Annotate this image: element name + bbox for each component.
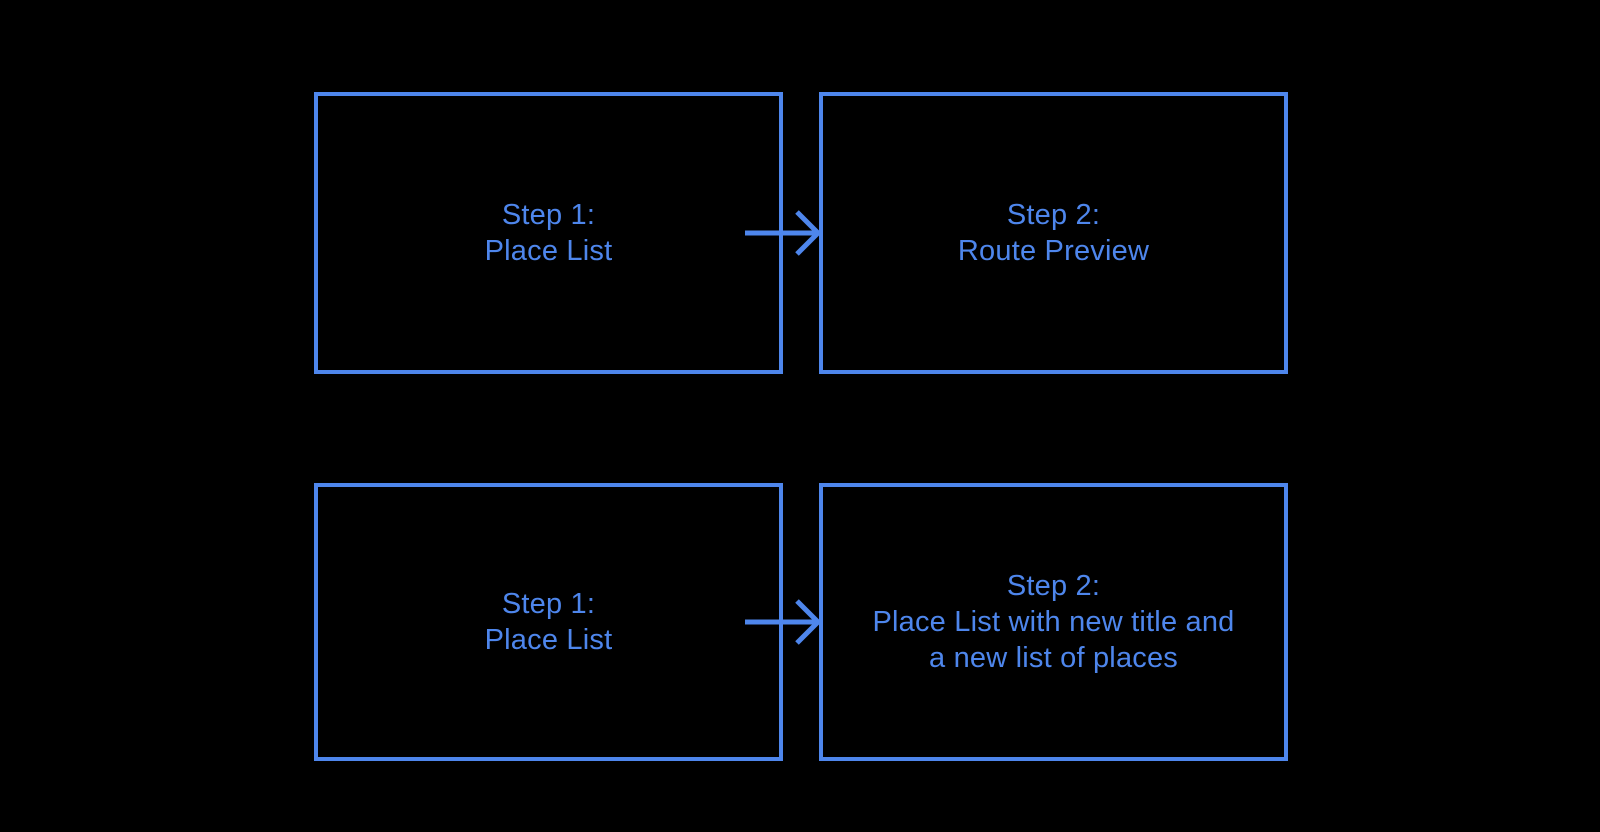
flow-box-row1-step2: Step 2: Route Preview (819, 92, 1288, 374)
flow-box-label-line: Step 1: (501, 199, 596, 231)
flow-box-label-line: a new list of places (928, 642, 1178, 674)
flow-box-row1-step1: Step 1: Place List (314, 92, 783, 374)
flow-box-row2-step1: Step 1: Place List (314, 483, 783, 761)
flow-box-label: Step 1: Place List (485, 586, 613, 658)
flow-box-label-line: Step 1: (501, 588, 596, 620)
flow-box-label: Step 2: Place List with new title and a … (872, 568, 1234, 676)
flow-box-label-line: Route Preview (957, 235, 1150, 267)
flow-arrow-right-icon (741, 207, 825, 259)
flow-box-label-line: Place List (484, 235, 613, 267)
flow-arrow-right-icon (741, 596, 825, 648)
flow-box-label: Step 1: Place List (485, 197, 613, 269)
flow-box-label-line: Step 2: (1006, 570, 1101, 602)
flow-box-label: Step 2: Route Preview (958, 197, 1149, 269)
flow-box-row2-step2: Step 2: Place List with new title and a … (819, 483, 1288, 761)
flow-box-label-line: Step 2: (1006, 199, 1101, 231)
flow-box-label-line: Place List with new title and (872, 606, 1235, 638)
flow-box-label-line: Place List (484, 624, 613, 656)
